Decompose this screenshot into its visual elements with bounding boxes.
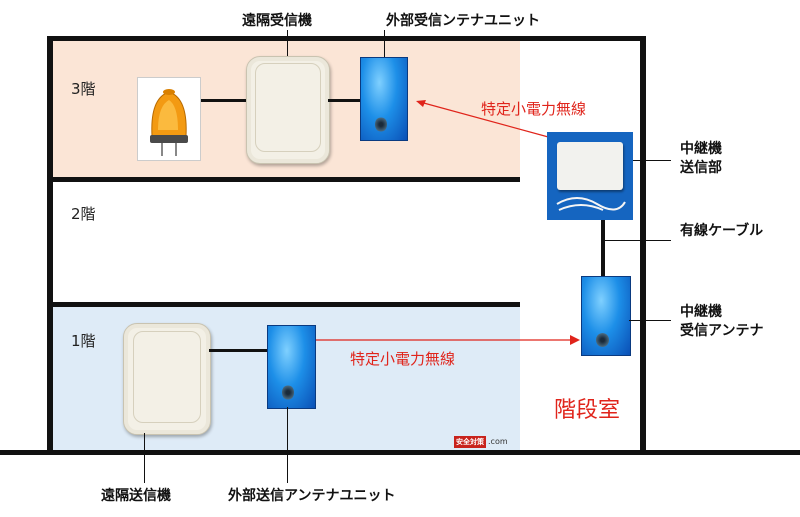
remote-receiver-leader — [287, 30, 288, 56]
repeater-tx-label-line2: 送信部 — [680, 160, 722, 176]
ext-rx-antenna-leader — [384, 30, 385, 57]
repeater-tx-label-line1: 中継機 — [680, 141, 722, 157]
stairwell-label: 階段室 — [554, 398, 621, 423]
right-wall — [640, 36, 646, 454]
repeater-rx-label: 中継機 受信アンテナ — [680, 303, 763, 341]
floor-label-3: 3階 — [71, 80, 96, 98]
repeater-rx-label-line2: 受信アンテナ — [680, 323, 764, 339]
left-wall — [47, 36, 53, 454]
site-logo-badge: 安全対策 — [454, 436, 486, 448]
repeater-transmitter-image — [547, 132, 633, 220]
cable-label-leader — [605, 240, 671, 241]
cable-transmitter-to-antenna — [209, 349, 267, 352]
roof-line — [47, 36, 646, 41]
repeater-rx-label-leader — [629, 320, 671, 321]
cable-label: 有線ケーブル — [680, 223, 764, 239]
warning-light-image — [137, 77, 201, 161]
wireless-arrow-lower — [316, 335, 580, 345]
wired-cable — [601, 220, 605, 276]
repeater-rx-label-line1: 中継機 — [680, 304, 722, 320]
remote-transmitter-label: 遠隔送信機 — [101, 488, 171, 504]
wireless-arrow-upper — [416, 100, 553, 139]
remote-receiver-device — [246, 56, 330, 164]
rotating-beacon-icon — [150, 89, 188, 156]
repeater-tx-label: 中継機 送信部 — [680, 140, 722, 178]
cable-light-to-receiver — [201, 99, 246, 102]
wireless-label-upper: 特定小電力無線 — [481, 100, 587, 118]
ext-rx-antenna-label: 外部受信ンテナユニット — [386, 13, 540, 29]
repeater-receiver-antenna-device — [581, 276, 631, 356]
ext-tx-antenna-label: 外部送信アンテナユニット — [228, 488, 396, 504]
wireless-label-lower: 特定小電力無線 — [350, 350, 456, 368]
ext-rx-antenna-device — [360, 57, 408, 141]
floor-label-1: 1階 — [71, 332, 96, 350]
ground-line — [0, 450, 800, 455]
cable-receiver-to-antenna — [328, 99, 360, 102]
floor-divider-3-2 — [47, 177, 520, 182]
remote-receiver-label: 遠隔受信機 — [242, 13, 312, 29]
ext-tx-antenna-leader — [287, 407, 288, 483]
repeater-transmitter-box — [557, 142, 623, 190]
remote-transmitter-leader — [144, 433, 145, 483]
repeater-tx-label-leader — [633, 160, 671, 161]
remote-transmitter-device — [123, 323, 211, 435]
floor-divider-2-1 — [47, 302, 520, 307]
floor-label-2: 2階 — [71, 205, 96, 223]
site-logo-suffix: .com — [488, 437, 508, 446]
cable-coil-icon — [556, 197, 626, 211]
ext-tx-antenna-device — [267, 325, 316, 409]
